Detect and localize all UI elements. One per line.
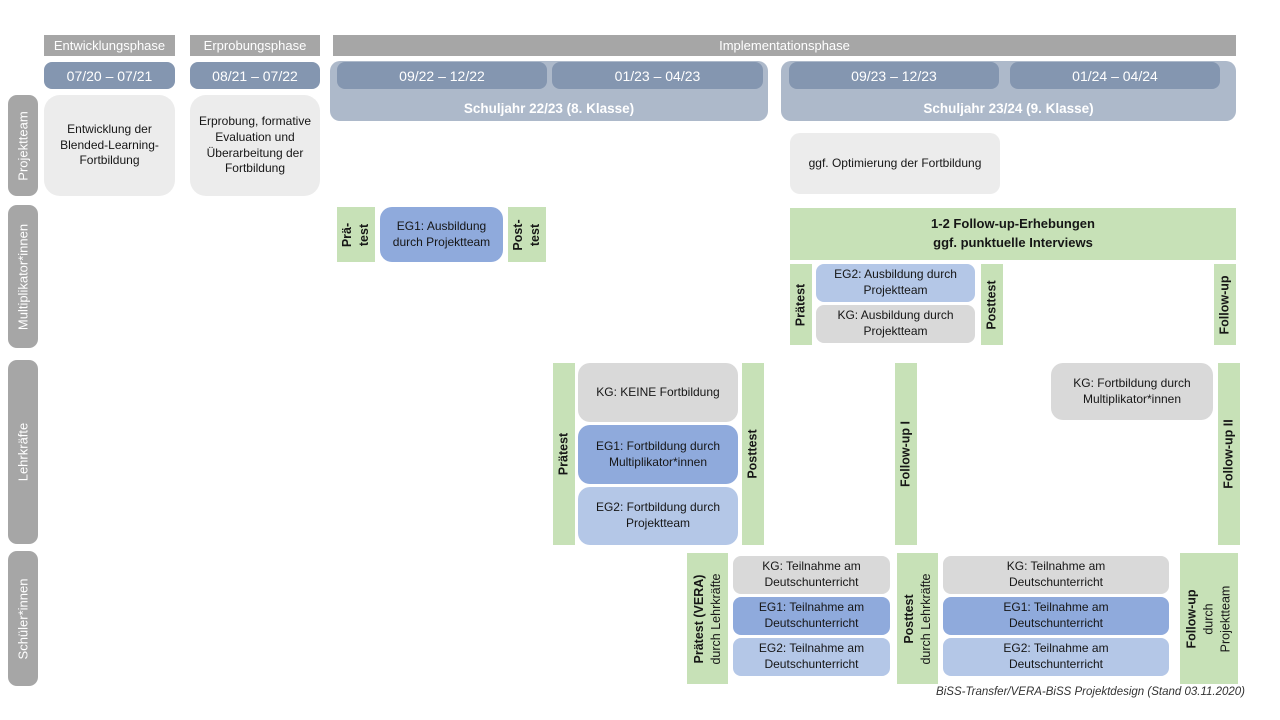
box-multiplikator-eg2-ausbildung: EG2: Ausbildung durch Projektteam — [816, 264, 975, 302]
bar-lehrkraefte-followup1: Follow-up I — [895, 363, 917, 545]
bar-multiplikator-praetest2: Prätest — [790, 264, 812, 345]
bar-schueler-praetest-vera: Prätest (VERA)durch Lehrkräfte — [687, 553, 728, 684]
date-range-0923-1223: 09/23 – 12/23 — [789, 62, 999, 89]
phase-bar-entwicklungsphase: Entwicklungsphase — [44, 35, 175, 56]
bar-multiplikator-followup: Follow-up — [1214, 264, 1236, 345]
phase-bar-erprobungsphase: Erprobungsphase — [190, 35, 320, 56]
row-label-projektteam: Projektteam — [8, 95, 38, 196]
date-range-0821-0722: 08/21 – 07/22 — [190, 62, 320, 89]
box-schueler-eg2-teilnahme-1: EG2: Teilnahme am Deutschunterricht — [733, 638, 890, 676]
box-erprobung-evaluation: Erprobung, formative Evaluation und Über… — [190, 95, 320, 196]
box-schueler-eg1-teilnahme-2: EG1: Teilnahme am Deutschunterricht — [943, 597, 1169, 635]
diagram-caption: BiSS-Transfer/VERA-BiSS Projektdesign (S… — [936, 686, 1245, 698]
bar-lehrkraefte-posttest: Posttest — [742, 363, 764, 545]
box-lehrkraefte-eg1-fortbildung: EG1: Fortbildung durch Multiplikator*inn… — [578, 425, 738, 484]
date-range-0123-0423: 01/23 – 04/23 — [552, 62, 763, 89]
box-optimierung-fortbildung: ggf. Optimierung der Fortbildung — [790, 133, 1000, 194]
box-followup-erhebungen: 1-2 Follow-up-Erhebungen ggf. punktuelle… — [790, 208, 1236, 260]
box-multiplikator-eg1-ausbildung: EG1: Ausbildung durch Projektteam — [380, 207, 503, 262]
box-multiplikator-kg-ausbildung: KG: Ausbildung durch Projektteam — [816, 305, 975, 343]
date-range-0720-0721: 07/20 – 07/21 — [44, 62, 175, 89]
bar-multiplikator-praetest1: Prä-test — [337, 207, 375, 262]
date-range-0124-0424: 01/24 – 04/24 — [1010, 62, 1220, 89]
row-label-lehrkraefte: Lehrkräfte — [8, 360, 38, 544]
box-entwicklung-fortbildung: Entwicklung der Blended-Learning-Fortbil… — [44, 95, 175, 196]
box-lehrkraefte-kg-fortbildung: KG: Fortbildung durch Multiplikator*inne… — [1051, 363, 1213, 420]
date-range-0922-1222: 09/22 – 12/22 — [337, 62, 547, 89]
box-schueler-kg-teilnahme-2: KG: Teilnahme am Deutschunterricht — [943, 556, 1169, 594]
box-schueler-kg-teilnahme-1: KG: Teilnahme am Deutschunterricht — [733, 556, 890, 594]
bar-lehrkraefte-praetest: Prätest — [553, 363, 575, 545]
box-lehrkraefte-eg2-fortbildung: EG2: Fortbildung durch Projektteam — [578, 487, 738, 545]
bar-lehrkraefte-followup2: Follow-up II — [1218, 363, 1240, 545]
schoolyear-label-22-23: Schuljahr 22/23 (8. Klasse) — [463, 101, 635, 116]
bar-multiplikator-posttest2: Posttest — [981, 264, 1003, 345]
bar-multiplikator-posttest1: Post-test — [508, 207, 546, 262]
schoolyear-label-23-24: Schuljahr 23/24 (9. Klasse) — [923, 101, 1094, 116]
row-label-multiplikatorinnen: Multiplikator*innen — [8, 205, 38, 348]
box-schueler-eg1-teilnahme-1: EG1: Teilnahme am Deutschunterricht — [733, 597, 890, 635]
box-schueler-eg2-teilnahme-2: EG2: Teilnahme am Deutschunterricht — [943, 638, 1169, 676]
phase-bar-implementationsphase: Implementationsphase — [333, 35, 1236, 56]
box-lehrkraefte-kg-keine: KG: KEINE Fortbildung — [578, 363, 738, 422]
row-label-schuelerinnen: Schüler*innen — [8, 551, 38, 686]
